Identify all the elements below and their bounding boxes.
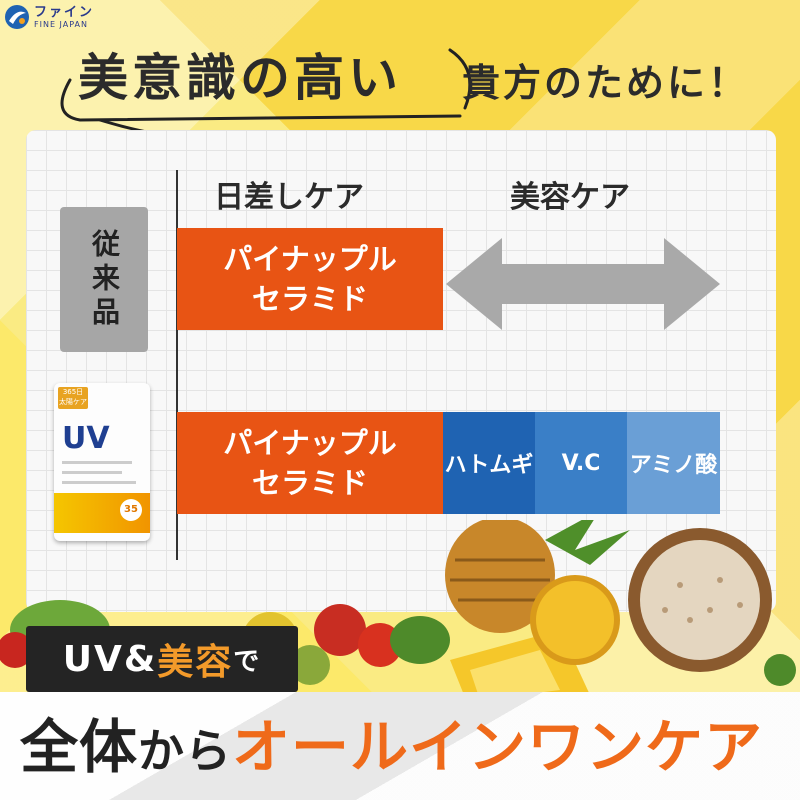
bottom-band	[0, 692, 800, 800]
headline-rest: 貴方のために！	[462, 61, 750, 105]
product-text-line	[62, 461, 132, 464]
tag-uv: UV	[62, 638, 124, 680]
column-beauty-care: 美容ケア	[510, 180, 630, 215]
row1-ingredient-box: パイナップル セラミド	[177, 228, 443, 330]
double-arrow-icon	[446, 238, 720, 330]
logo-jp: ファイン	[34, 4, 95, 20]
product-text-line	[62, 481, 136, 484]
conventional-product-label: 従来品	[60, 207, 148, 352]
product-name: UV	[62, 421, 110, 456]
fine-japan-logo-icon	[5, 5, 29, 29]
comparison-panel	[26, 130, 776, 612]
ingredient-amino-acid: アミノ酸	[627, 412, 720, 514]
product-days-badge: 35	[120, 499, 142, 521]
product-package: 365日 太陽ケア UV 35	[54, 383, 150, 541]
tag-de: で	[233, 646, 262, 677]
column-sun-care: 日差しケア	[214, 180, 364, 215]
tag-beauty: 美容	[157, 642, 234, 683]
slogan-all: 全体	[20, 713, 139, 781]
slogan-allinone: オールインワンケア	[232, 713, 764, 781]
slogan-kara: から	[138, 724, 233, 778]
logo-en: FINE JAPAN	[34, 19, 89, 29]
row2-ingredient-box: パイナップル セラミド	[177, 412, 443, 514]
conventional-label-text: 従来品	[88, 228, 121, 331]
product-badge: 365日 太陽ケア	[58, 387, 88, 409]
uv-beauty-tag: UV & 美容 で	[26, 626, 298, 692]
product-text-line	[62, 471, 122, 474]
ingredient-vitamin-c: V.C	[535, 412, 627, 514]
brand-logo: ファイン FINE JAPAN	[4, 4, 94, 30]
headline-emphasis: 美意識の高い	[78, 49, 402, 107]
tag-amp: &	[123, 638, 158, 680]
axis-divider	[176, 170, 178, 560]
slogan: 全体からオールインワンケア	[20, 700, 763, 784]
ingredient-hatomugi: ハトムギ	[443, 412, 535, 514]
